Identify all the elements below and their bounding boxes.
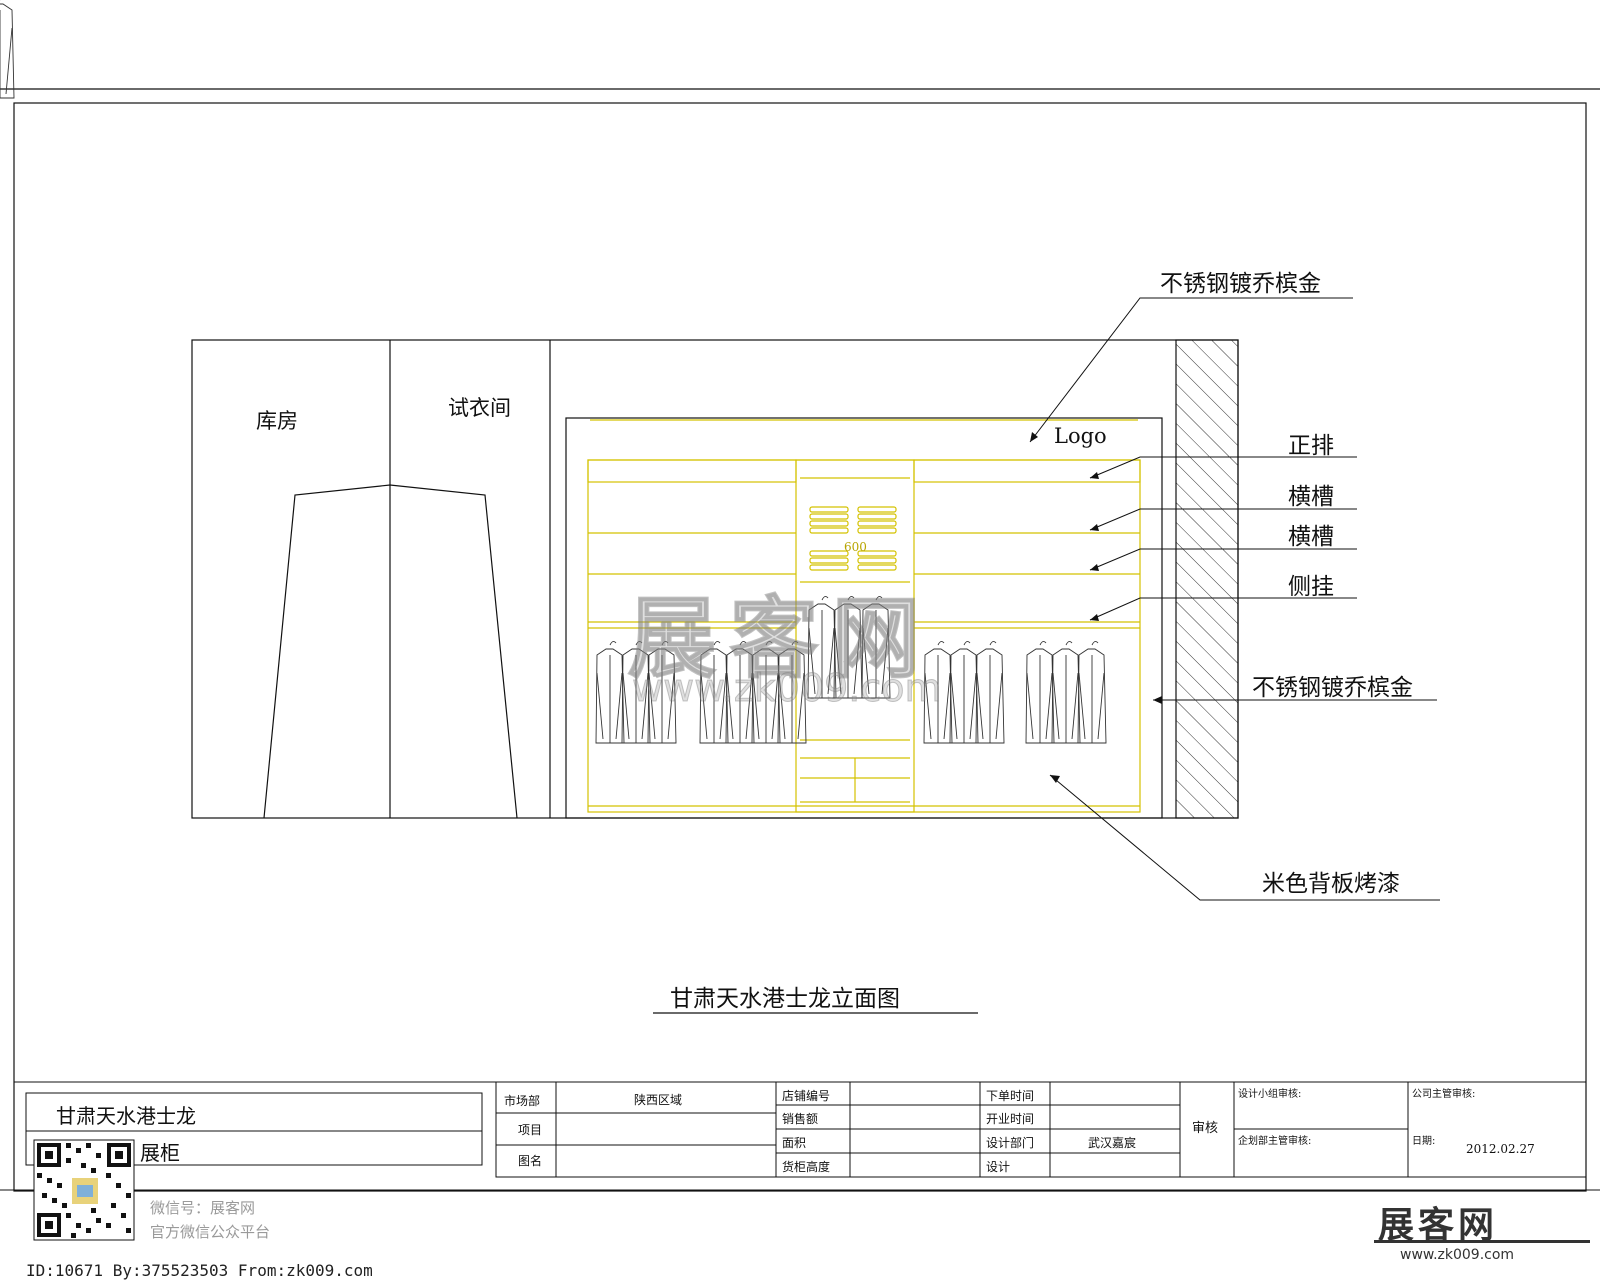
- qr-code: [33, 1139, 135, 1241]
- tb-project-name: 甘肃天水港士龙: [56, 1104, 196, 1128]
- title-block-grid: [14, 1081, 1587, 1178]
- brand-logo: 展客网: [1378, 1205, 1499, 1246]
- callout-arrowheads: [1030, 432, 1162, 783]
- callout-backpanel: 米色背板烤漆: [1262, 871, 1400, 897]
- brand-underline: [1374, 1240, 1590, 1243]
- callout-side-hang: 侧挂: [1288, 574, 1334, 600]
- tb-planning-review-label: 企划部主管审核:: [1238, 1136, 1312, 1147]
- drawing-title: 甘肃天水港士龙立面图: [670, 986, 900, 1012]
- callout-slot-1: 横槽: [1288, 484, 1334, 510]
- tb-designer-label: 设计: [986, 1160, 1011, 1174]
- watermark-big: 展客网: [627, 586, 935, 691]
- watermark-url: www.zk009.com: [632, 666, 943, 711]
- display-cabinet: [587, 419, 1141, 813]
- brand-url: www.zk009.com: [1400, 1247, 1515, 1263]
- tb-order-time-label: 下单时间: [986, 1089, 1035, 1103]
- callout-front-hang: 正排: [1288, 433, 1334, 459]
- tb-market-dept-label: 市场部: [504, 1094, 541, 1108]
- tb-date-value: 2012.02.27: [1466, 1142, 1535, 1156]
- tb-drawing-name-label: 图名: [518, 1154, 543, 1168]
- tb-design-team-review-label: 设计小组审核:: [1238, 1089, 1302, 1100]
- tb-company-review-label: 公司主管审核:: [1412, 1089, 1476, 1100]
- callout-slot-2: 横槽: [1288, 524, 1334, 550]
- hanging-garments: [0, 0, 1107, 744]
- tb-review-label: 审核: [1192, 1121, 1219, 1136]
- callout-leaders: [1029, 297, 1440, 901]
- inner-border: [13, 102, 1587, 1192]
- tb-market-dept-value: 陕西区域: [634, 1093, 683, 1107]
- tb-date-label: 日期:: [1412, 1136, 1436, 1147]
- tb-item-label: 项目: [518, 1123, 543, 1137]
- tb-cabinet-height-label: 货柜高度: [782, 1160, 831, 1174]
- tb-opening-time-label: 开业时间: [986, 1112, 1035, 1126]
- storage-door-curtain: [263, 484, 518, 819]
- tb-sales-label: 销售额: [782, 1112, 819, 1126]
- hatched-wall: [1175, 339, 1239, 819]
- footer-id: ID:10671 By:375523503 From:zk009.com: [26, 1261, 373, 1280]
- tb-area-label: 面积: [782, 1136, 807, 1150]
- callout-side-steel-trim: 不锈钢镀乔槟金: [1252, 675, 1413, 701]
- callout-top-steel-trim: 不锈钢镀乔槟金: [1160, 271, 1321, 297]
- cabinet-frame: [565, 417, 1163, 819]
- fitting-room-label: 试衣间: [448, 396, 511, 420]
- tb-design-dept-value: 武汉嘉宸: [1088, 1136, 1137, 1150]
- logo-label: Logo: [1054, 424, 1107, 448]
- dimension-label: 600: [844, 540, 867, 554]
- wechat-label: 微信号：展客网: [150, 1199, 256, 1217]
- tb-design-dept-label: 设计部门: [986, 1136, 1035, 1150]
- tb-store-no-label: 店铺编号: [782, 1089, 831, 1103]
- storage-room-label: 库房: [256, 409, 298, 433]
- wechat-sub: 官方微信公众平台: [150, 1223, 271, 1241]
- tb-drawing-type: 展柜: [140, 1141, 180, 1165]
